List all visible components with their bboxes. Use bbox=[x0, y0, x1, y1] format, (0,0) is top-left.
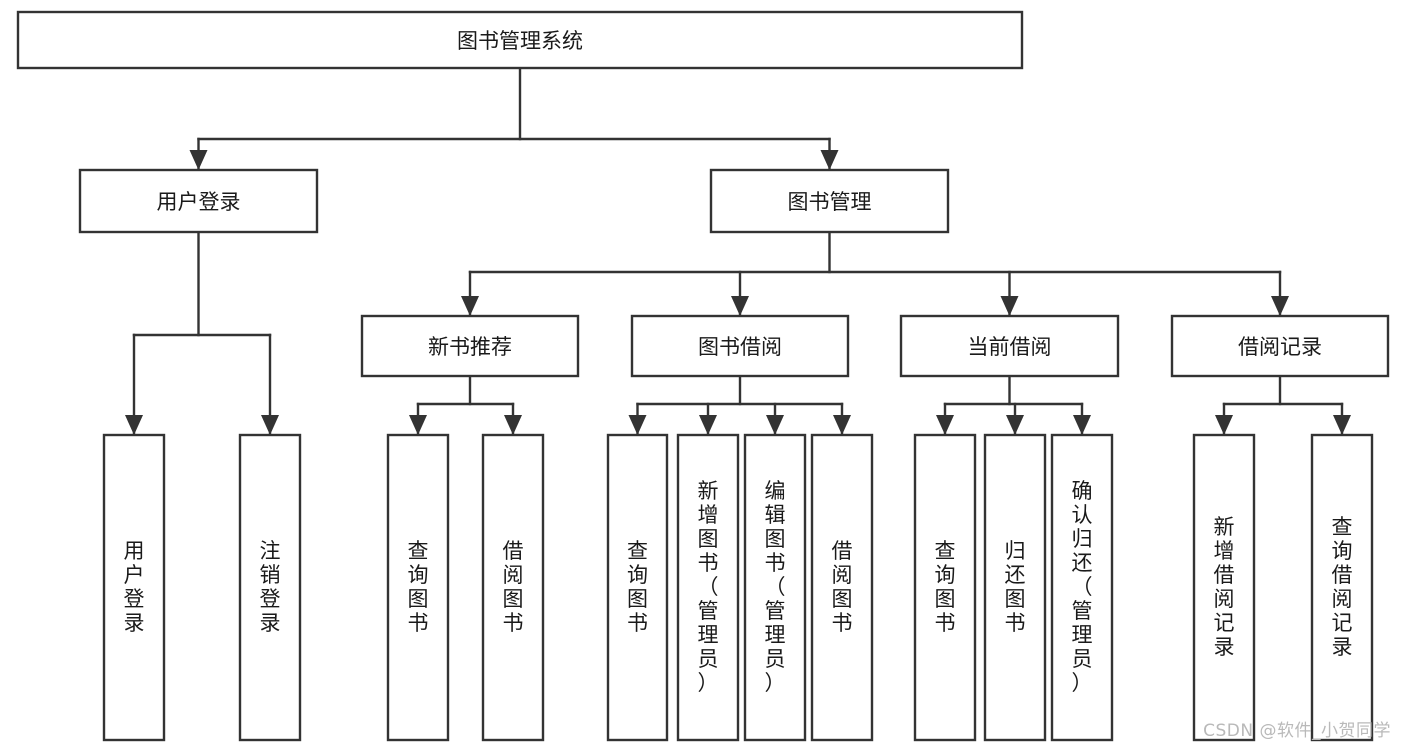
node-leaf-7[interactable]: 借阅图书 bbox=[810, 433, 874, 742]
node-box bbox=[102, 433, 166, 742]
node-level2-1[interactable]: 图书借阅 bbox=[630, 314, 850, 378]
node-label: 图书管理系统 bbox=[457, 29, 583, 53]
node-level2-2[interactable]: 当前借阅 bbox=[899, 314, 1120, 378]
arrow-head-icon bbox=[125, 415, 143, 435]
node-label: 借阅记录 bbox=[1238, 335, 1322, 359]
node-label: 注销登录 bbox=[260, 539, 281, 635]
node-leaf-4[interactable]: 查询图书 bbox=[606, 433, 669, 742]
node-level1-1[interactable]: 图书管理 bbox=[709, 168, 950, 234]
node-label: 查询图书 bbox=[408, 539, 429, 635]
node-level1-0[interactable]: 用户登录 bbox=[78, 168, 319, 234]
node-label: 新增图书（管理员） bbox=[698, 479, 719, 695]
node-label: 借阅图书 bbox=[503, 539, 524, 635]
node-label: 确认归还（管理员） bbox=[1072, 479, 1093, 695]
node-leaf-8[interactable]: 查询图书 bbox=[913, 433, 977, 742]
node-level2-0[interactable]: 新书推荐 bbox=[360, 314, 580, 378]
node-label: 新增借阅记录 bbox=[1214, 515, 1235, 659]
arrow-head-icon bbox=[833, 415, 851, 435]
node-box bbox=[743, 433, 807, 742]
node-leaf-2[interactable]: 查询图书 bbox=[386, 433, 450, 742]
node-leaf-12[interactable]: 查询借阅记录 bbox=[1310, 433, 1374, 742]
arrow-head-icon bbox=[1073, 415, 1091, 435]
arrow-head-icon bbox=[504, 415, 522, 435]
node-box bbox=[238, 433, 302, 742]
node-label: 用户登录 bbox=[124, 539, 145, 635]
node-box bbox=[709, 168, 950, 234]
node-box bbox=[16, 10, 1024, 70]
arrow-head-icon bbox=[409, 415, 427, 435]
connectors-layer bbox=[125, 66, 1351, 436]
arrow-head-icon bbox=[766, 415, 784, 435]
node-label: 编辑图书（管理员） bbox=[765, 479, 786, 695]
arrow-head-icon bbox=[1333, 415, 1351, 435]
node-box bbox=[1050, 433, 1114, 742]
node-box bbox=[810, 433, 874, 742]
node-box bbox=[676, 433, 740, 742]
node-box bbox=[899, 314, 1120, 378]
node-box bbox=[606, 433, 669, 742]
node-label: 用户登录 bbox=[157, 190, 241, 214]
arrow-head-icon bbox=[261, 415, 279, 435]
node-box bbox=[360, 314, 580, 378]
node-label: 查询图书 bbox=[935, 539, 956, 635]
arrow-head-icon bbox=[1000, 296, 1019, 316]
node-label: 查询借阅记录 bbox=[1332, 515, 1353, 659]
node-label: 当前借阅 bbox=[968, 335, 1052, 359]
node-box bbox=[983, 433, 1047, 742]
node-level2-3[interactable]: 借阅记录 bbox=[1170, 314, 1390, 378]
node-box bbox=[1310, 433, 1374, 742]
arrow-head-icon bbox=[189, 150, 208, 170]
arrow-head-icon bbox=[1006, 415, 1024, 435]
node-leaf-6[interactable]: 编辑图书（管理员） bbox=[743, 433, 807, 742]
arrow-head-icon bbox=[731, 296, 749, 316]
node-box bbox=[630, 314, 850, 378]
node-label: 图书管理 bbox=[788, 190, 872, 214]
node-leaf-3[interactable]: 借阅图书 bbox=[481, 433, 545, 742]
node-leaf-11[interactable]: 新增借阅记录 bbox=[1192, 433, 1256, 742]
arrow-head-icon bbox=[461, 296, 479, 316]
node-leaf-9[interactable]: 归还图书 bbox=[983, 433, 1047, 742]
node-box bbox=[78, 168, 319, 234]
node-box bbox=[913, 433, 977, 742]
node-label: 归还图书 bbox=[1005, 539, 1026, 635]
node-leaf-10[interactable]: 确认归还（管理员） bbox=[1050, 433, 1114, 742]
arrow-head-icon bbox=[628, 415, 647, 435]
arrow-head-icon bbox=[1215, 415, 1233, 435]
node-leaf-1[interactable]: 注销登录 bbox=[238, 433, 302, 742]
node-label: 借阅图书 bbox=[832, 539, 853, 635]
arrow-head-icon bbox=[699, 415, 717, 435]
arrow-head-icon bbox=[936, 415, 954, 435]
node-box bbox=[386, 433, 450, 742]
node-leaf-5[interactable]: 新增图书（管理员） bbox=[676, 433, 740, 742]
arrow-head-icon bbox=[1271, 296, 1289, 316]
nodes-layer: 图书管理系统用户登录图书管理新书推荐图书借阅当前借阅借阅记录用户登录注销登录查询… bbox=[16, 10, 1390, 742]
node-leaf-0[interactable]: 用户登录 bbox=[102, 433, 166, 742]
watermark-text: CSDN @软件_小贺同学 bbox=[1203, 721, 1391, 741]
node-label: 查询图书 bbox=[627, 539, 648, 635]
arrow-head-icon bbox=[820, 150, 839, 170]
node-label: 新书推荐 bbox=[428, 335, 512, 359]
node-root-0[interactable]: 图书管理系统 bbox=[16, 10, 1024, 70]
node-box bbox=[481, 433, 545, 742]
node-box bbox=[1192, 433, 1256, 742]
node-label: 图书借阅 bbox=[698, 335, 782, 359]
node-box bbox=[1170, 314, 1390, 378]
